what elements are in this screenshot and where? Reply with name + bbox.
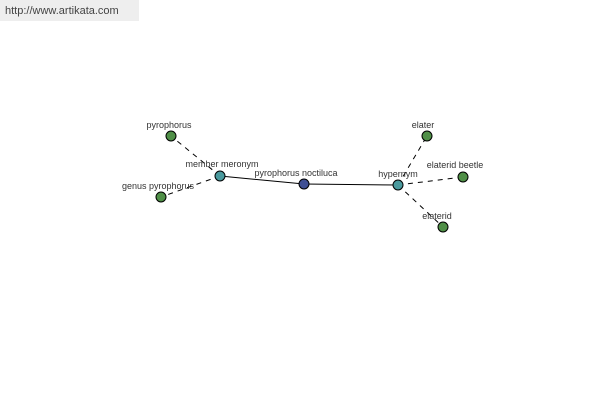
label-pyrophorus: pyrophorus [146, 120, 192, 130]
node-elaterid-beetle[interactable] [457, 171, 469, 183]
node-pyrophorus-noctiluca[interactable] [298, 178, 310, 190]
label-genus-pyrophorus: genus pyrophorus [122, 181, 195, 191]
label-elaterid-beetle: elaterid beetle [427, 160, 484, 170]
label-elaterid: elaterid [422, 211, 452, 221]
edge-member-meronym-pyrophorus [170, 135, 221, 177]
node-hypernym[interactable] [392, 179, 404, 191]
label-member-meronym: member meronym [185, 159, 258, 169]
label-hypernym: hypernym [378, 169, 418, 179]
label-pyrophorus-noctiluca: pyrophorus noctiluca [254, 168, 337, 178]
node-member-meronym[interactable] [214, 170, 226, 182]
edge-member-meronym-genus-pyrophorus [160, 175, 221, 198]
node-elater[interactable] [421, 130, 433, 142]
edge-hypernym-elaterid-beetle [397, 176, 464, 186]
edge-center-hypernym [303, 183, 399, 186]
url-bar: http://www.artikata.com [0, 0, 139, 21]
edge-center-member-meronym [219, 175, 305, 185]
node-pyrophorus[interactable] [165, 130, 177, 142]
node-elaterid[interactable] [437, 221, 449, 233]
edge-hypernym-elaterid [397, 184, 444, 228]
site-url-link[interactable]: http://www.artikata.com [5, 5, 119, 17]
label-elater: elater [412, 120, 435, 130]
node-genus-pyrophorus[interactable] [155, 191, 167, 203]
